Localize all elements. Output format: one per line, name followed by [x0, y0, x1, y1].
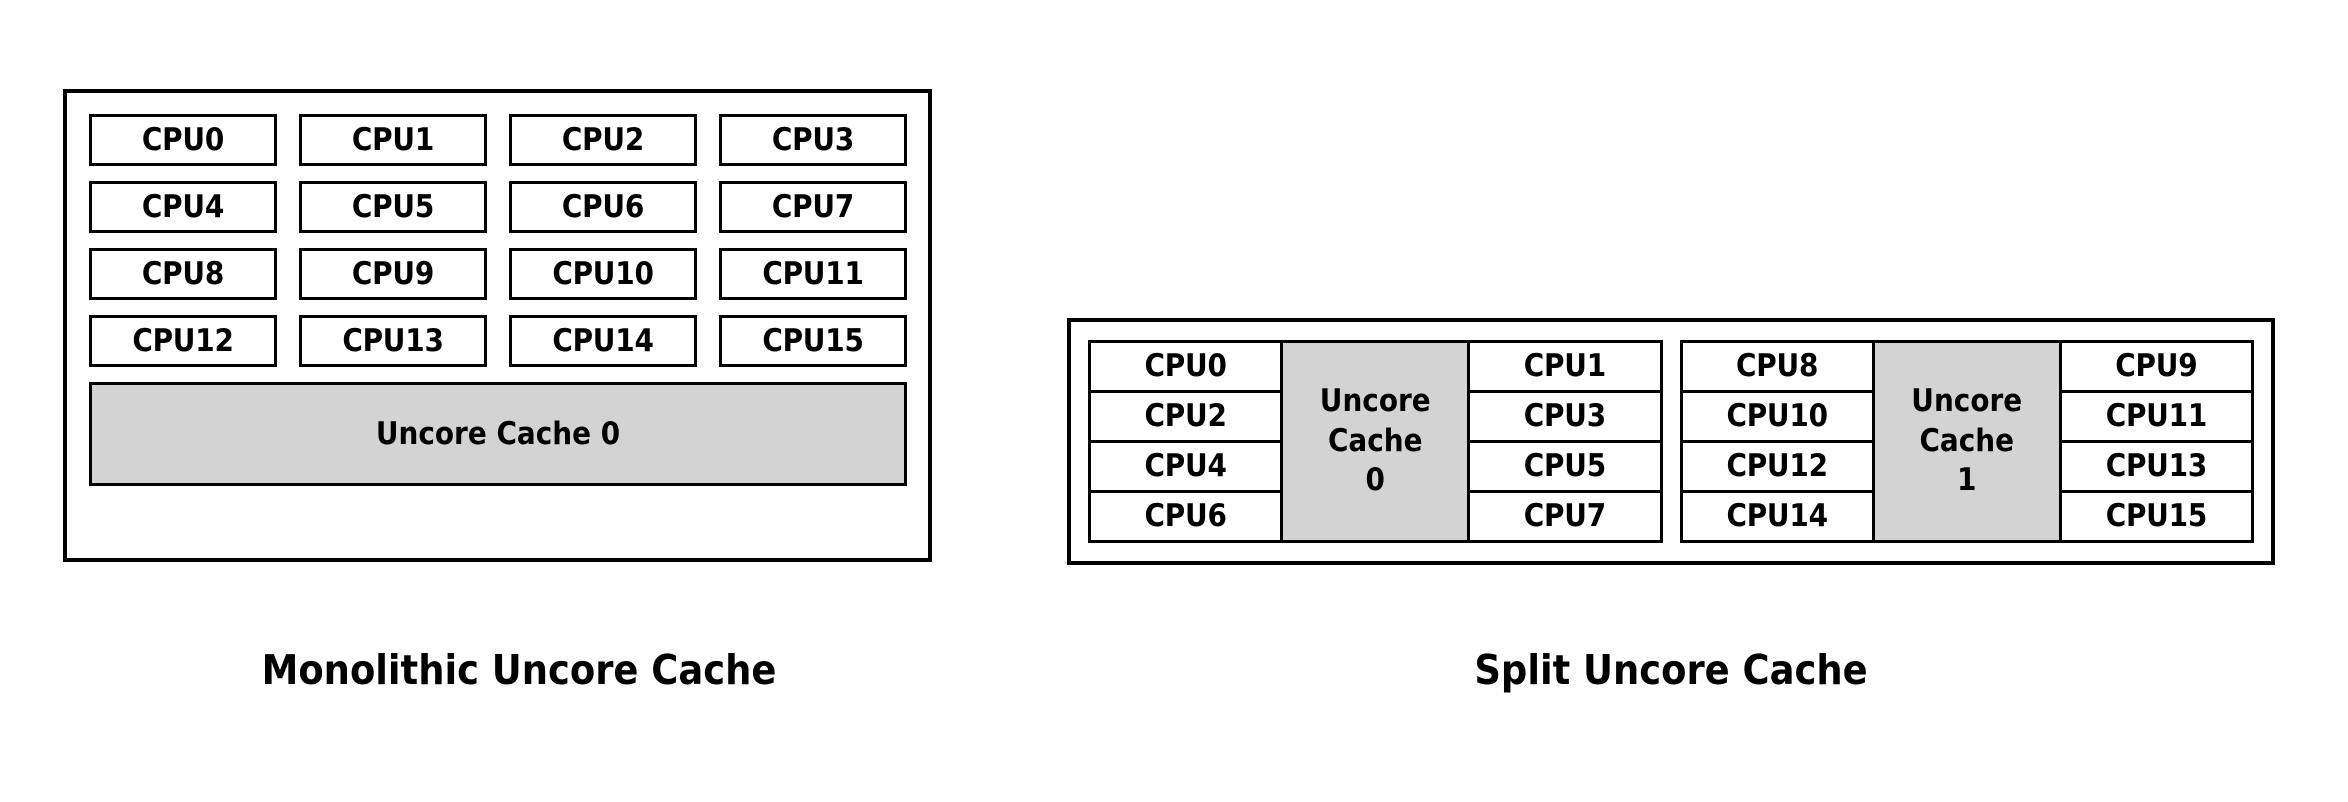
cpu-box: CPU15	[719, 315, 907, 367]
cpu-box: CPU9	[2061, 343, 2251, 393]
cpu-box: CPU1	[299, 114, 487, 166]
cpu-box: CPU13	[299, 315, 487, 367]
cpu-box: CPU2	[509, 114, 697, 166]
cluster-right-cpu-column: CPU1 CPU3 CPU5 CPU7	[1470, 343, 1660, 540]
uncore-cache-label-line1: Uncore	[1319, 382, 1431, 419]
cpu-box: CPU11	[2061, 393, 2251, 443]
cpu-box: CPU14	[509, 315, 697, 367]
cpu-box: CPU4	[89, 181, 277, 233]
split-inner-area: CPU0 CPU2 CPU4 CPU6 Uncore Cache 0 CPU1 …	[1088, 340, 2254, 543]
uncore-cache-label-line3: 0	[1365, 462, 1385, 499]
cpu-box: CPU2	[1091, 393, 1281, 443]
cpu-box: CPU0	[89, 114, 277, 166]
cpu-box: CPU12	[89, 315, 277, 367]
cpu-box: CPU6	[1091, 493, 1281, 540]
uncore-cache-label-line2: Cache	[1919, 422, 2015, 459]
split-uncore-cache-diagram: CPU0 CPU2 CPU4 CPU6 Uncore Cache 0 CPU1 …	[1067, 318, 2275, 565]
cluster-left-cpu-column: CPU8 CPU10 CPU12 CPU14	[1682, 343, 1872, 540]
cpu-box: CPU1	[1470, 343, 1660, 393]
cpu-box: CPU5	[299, 181, 487, 233]
cpu-box: CPU5	[1470, 443, 1660, 493]
cpu-box: CPU14	[1682, 493, 1872, 540]
cpu-box: CPU9	[299, 248, 487, 300]
cpu-box: CPU4	[1091, 443, 1281, 493]
split-cluster: CPU0 CPU2 CPU4 CPU6 Uncore Cache 0 CPU1 …	[1088, 340, 1663, 543]
cluster-left-cpu-column: CPU0 CPU2 CPU4 CPU6	[1091, 343, 1281, 540]
monolithic-inner-area: CPU0 CPU1 CPU2 CPU3 CPU4 CPU5 CPU6 CPU7 …	[89, 114, 907, 538]
cpu-box: CPU10	[509, 248, 697, 300]
cpu-box: CPU3	[719, 114, 907, 166]
monolithic-caption: Monolithic Uncore Cache	[261, 646, 777, 694]
cpu-box: CPU3	[1470, 393, 1660, 443]
cpu-box: CPU11	[719, 248, 907, 300]
cpu-box: CPU15	[2061, 493, 2251, 540]
cpu-box: CPU12	[1682, 443, 1872, 493]
monolithic-uncore-cache-diagram: CPU0 CPU1 CPU2 CPU3 CPU4 CPU5 CPU6 CPU7 …	[63, 89, 932, 562]
cpu-box: CPU8	[89, 248, 277, 300]
uncore-cache-block: Uncore Cache 0	[1280, 343, 1471, 540]
uncore-cache-label-line3: 1	[1957, 462, 1977, 499]
uncore-cache-label-line1: Uncore	[1911, 382, 2023, 419]
uncore-cache-block: Uncore Cache 1	[1871, 343, 2062, 540]
monolithic-cpu-grid: CPU0 CPU1 CPU2 CPU3 CPU4 CPU5 CPU6 CPU7 …	[89, 114, 907, 367]
cpu-box: CPU10	[1682, 393, 1872, 443]
cluster-right-cpu-column: CPU9 CPU11 CPU13 CPU15	[2061, 343, 2251, 540]
uncore-cache-label-line2: Cache	[1327, 422, 1423, 459]
split-cluster: CPU8 CPU10 CPU12 CPU14 Uncore Cache 1 CP…	[1679, 340, 2254, 543]
uncore-cache-block: Uncore Cache 0	[89, 382, 907, 486]
cpu-box: CPU7	[719, 181, 907, 233]
cpu-box: CPU0	[1091, 343, 1281, 393]
split-caption: Split Uncore Cache	[1474, 646, 1868, 694]
cpu-box: CPU8	[1682, 343, 1872, 393]
cpu-box: CPU13	[2061, 443, 2251, 493]
cpu-box: CPU6	[509, 181, 697, 233]
cpu-box: CPU7	[1470, 493, 1660, 540]
